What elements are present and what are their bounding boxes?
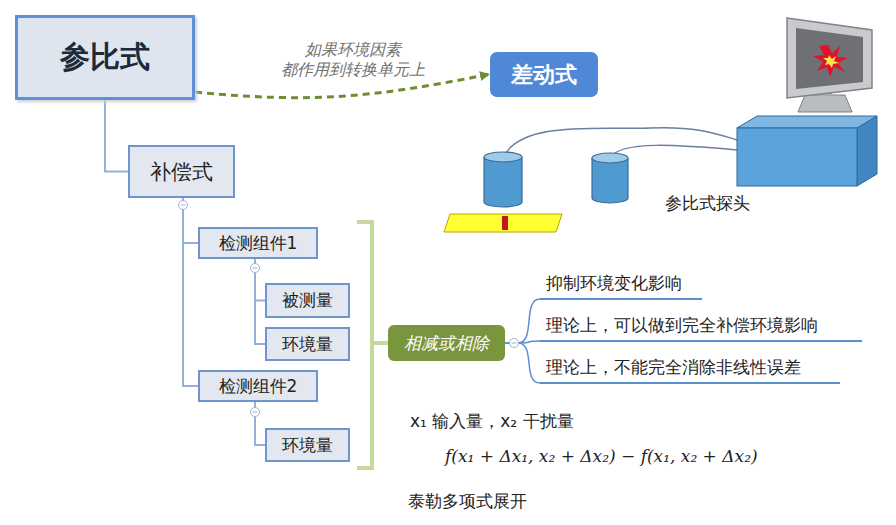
group-bracket: [357, 222, 388, 468]
monitor: [787, 18, 872, 112]
caption-label: 参比式探头: [665, 192, 750, 215]
box-label: 相减或相除: [404, 332, 489, 355]
box-label: 抑制环境变化影响: [546, 272, 682, 295]
component-box: 检测组件2: [198, 370, 318, 402]
instrument-box: [737, 116, 877, 186]
topic-item: 理论上，可以做到完全补偿环境影响: [540, 310, 862, 342]
box-label: 环境量: [282, 434, 333, 457]
quantity-box: 被测量: [265, 283, 350, 318]
box-label: 检测组件1: [219, 232, 298, 255]
method-box: 补偿式: [128, 145, 235, 198]
tree-connector: [105, 100, 128, 172]
target-mark: [502, 216, 508, 230]
component-box: 检测组件1: [198, 227, 318, 259]
operation-box: 相减或相除: [388, 325, 505, 361]
note-label: 泰勒多项式展开: [408, 490, 527, 513]
measured-plate: [444, 214, 562, 232]
box-label: 检测组件2: [219, 375, 298, 398]
collapse-marker: [179, 201, 519, 417]
formula: f(x₁ + Δx₁, x₂ + Δx₂) − f(x₁, x₂ + Δx₂): [445, 446, 758, 466]
box-label: 环境量: [282, 333, 333, 356]
topic-item: 理论上，不能完全消除非线性误差: [540, 352, 840, 384]
quantity-box: 环境量: [265, 428, 350, 462]
variable-note: x₁ 输入量，x₂ 干扰量: [410, 410, 574, 433]
topic-item: 抑制环境变化影响: [540, 268, 702, 300]
tree-connector: [505, 299, 540, 343]
box-label: 参比式: [60, 37, 150, 78]
box-label: 理论上，不能完全消除非线性误差: [546, 356, 801, 379]
method-box: 差动式: [490, 52, 598, 97]
box-label: 差动式: [511, 60, 577, 90]
tree-connector: [183, 198, 198, 386]
tree-connector: [505, 343, 540, 383]
root-box: 参比式: [15, 15, 195, 100]
box-label: 理论上，可以做到完全补偿环境影响: [546, 314, 818, 337]
edge-label: 如果环境因素 都作用到转换单元上: [265, 40, 440, 80]
probe-wire: [610, 145, 737, 158]
probe-cylinder: [484, 152, 628, 207]
box-label: 被测量: [282, 289, 333, 312]
quantity-box: 环境量: [265, 327, 350, 361]
box-label: 补偿式: [150, 158, 213, 186]
